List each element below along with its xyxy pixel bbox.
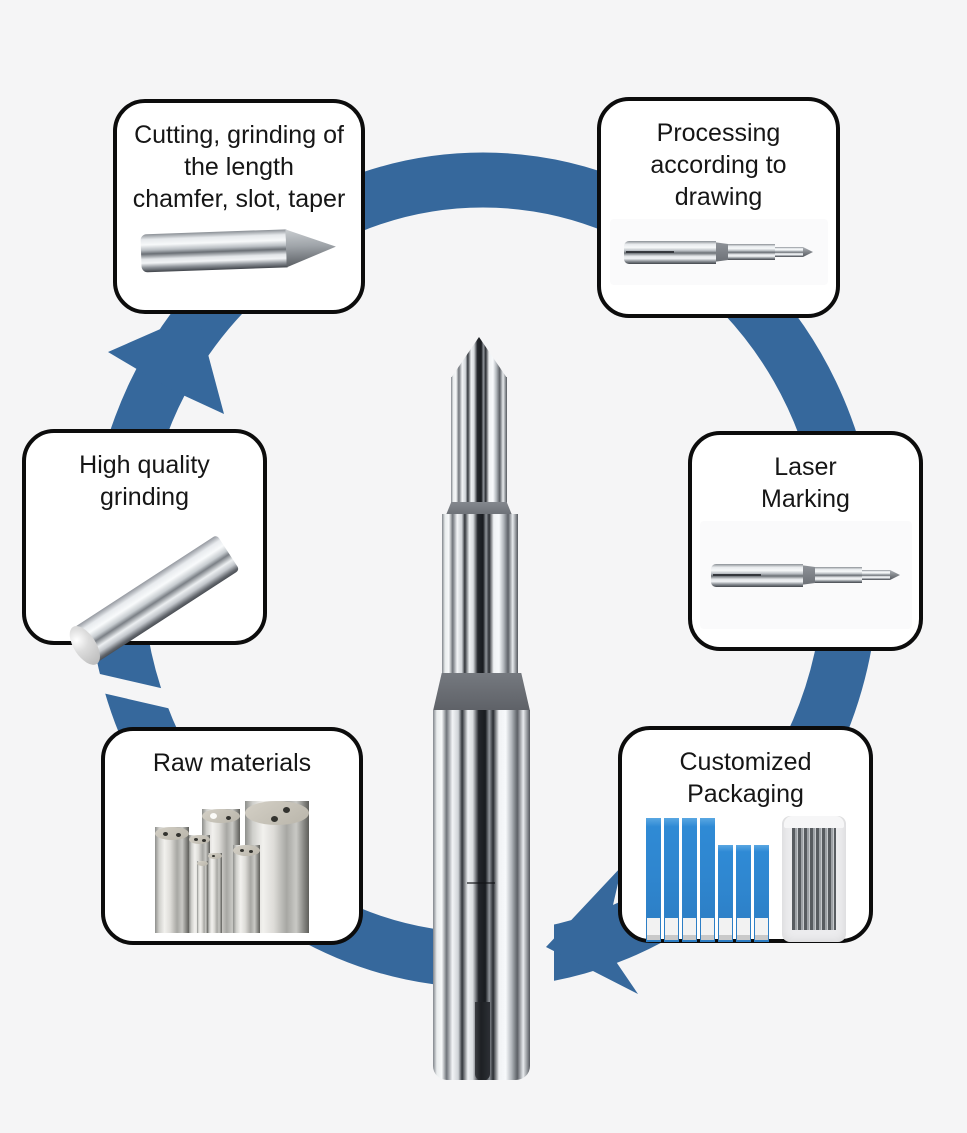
rod-top xyxy=(208,853,222,859)
label-line: grinding xyxy=(100,483,189,511)
card-grinding-label: High quality grinding xyxy=(79,449,210,513)
card-laser-label: Laser Marking xyxy=(761,451,850,515)
tool-top-section xyxy=(451,377,507,503)
card-cutting: Cutting, grinding of the length chamfer,… xyxy=(113,99,365,314)
label-line: according to xyxy=(650,151,787,179)
rod-top xyxy=(197,861,208,866)
blue-box xyxy=(735,845,751,942)
center-tool-image xyxy=(433,337,532,1082)
blue-box xyxy=(663,818,679,942)
rod-top xyxy=(189,835,210,844)
blue-box xyxy=(681,818,697,942)
card-processing-label: Processing according to drawing xyxy=(650,117,786,213)
card-laser: Laser Marking xyxy=(688,431,923,651)
tool-collar xyxy=(446,502,512,515)
cutting-rod-image xyxy=(140,222,338,279)
card-raw: Raw materials xyxy=(101,727,363,945)
rod-body xyxy=(197,861,208,933)
bagged-rods xyxy=(781,816,846,942)
tool-tip xyxy=(890,570,900,580)
card-cutting-label: Cutting, grinding of the length chamfer,… xyxy=(133,119,346,215)
blue-box xyxy=(645,818,661,942)
label-line: the length xyxy=(184,153,294,181)
processing-tool-image xyxy=(609,219,828,285)
stepped-tool xyxy=(624,240,813,264)
tool-shank xyxy=(711,563,803,587)
rod-top xyxy=(155,827,189,840)
rod-blank xyxy=(208,853,222,933)
rod-chamfer-tip xyxy=(285,228,336,268)
label-line: High quality xyxy=(79,451,210,479)
label-line: Packaging xyxy=(687,780,804,808)
tool-step xyxy=(815,567,862,583)
label-line: Customized xyxy=(679,748,812,776)
packaging-image xyxy=(645,816,846,942)
tool-collar xyxy=(803,565,815,585)
stepped-tool xyxy=(711,563,900,587)
label-line: Marking xyxy=(761,485,850,513)
tool-mid-section xyxy=(442,514,518,674)
polished-rod xyxy=(72,534,240,664)
up-arrow-icon xyxy=(108,313,224,414)
rod-body xyxy=(208,853,222,933)
card-packaging-label: Customized Packaging xyxy=(680,746,812,810)
left-arrow-icon xyxy=(546,866,638,994)
tool-seam xyxy=(467,882,495,884)
tool-tip xyxy=(803,247,813,257)
label-line: Processing xyxy=(656,119,781,147)
rod-body xyxy=(140,229,288,273)
rod-blank xyxy=(197,861,208,933)
tool-shank xyxy=(433,710,530,1080)
tool-shank xyxy=(624,240,716,264)
blue-box xyxy=(717,845,733,942)
grinding-rod-image xyxy=(26,513,263,664)
tool-step xyxy=(862,570,890,580)
tool-step xyxy=(775,247,803,257)
laser-tool-image xyxy=(699,521,912,629)
tool-slot xyxy=(475,1002,490,1080)
tool-collar xyxy=(716,242,728,262)
label-line: Raw materials xyxy=(152,749,312,777)
rod-top xyxy=(233,845,260,856)
label-line: drawing xyxy=(674,183,763,211)
ring-gap xyxy=(87,671,189,713)
card-grinding: High quality grinding xyxy=(22,429,267,664)
card-processing: Processing according to drawing xyxy=(597,97,840,318)
raw-materials-image xyxy=(105,787,359,937)
card-packaging: Customized Packaging xyxy=(618,726,873,943)
card-raw-label: Raw materials xyxy=(153,747,311,779)
label-line: Cutting, grinding of xyxy=(134,121,344,149)
blue-box xyxy=(753,845,769,942)
tool-tip-cone xyxy=(451,337,507,378)
rod-body xyxy=(155,827,189,933)
tool-step xyxy=(728,244,775,260)
label-line: Laser xyxy=(774,453,837,481)
rod-blank xyxy=(233,845,260,933)
rod-blank xyxy=(155,827,189,933)
rod-top xyxy=(245,801,309,825)
rod-top xyxy=(202,809,240,823)
tool-collar xyxy=(433,673,530,711)
blue-box xyxy=(699,818,715,942)
label-line: chamfer, slot, taper xyxy=(132,185,346,213)
rod-body xyxy=(233,845,260,933)
